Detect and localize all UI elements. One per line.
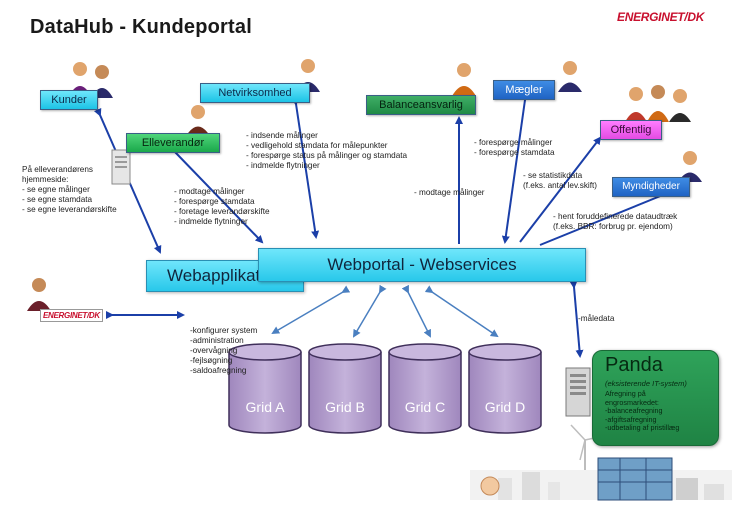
note-panda-link: -måledata: [578, 314, 615, 323]
panda-box: Panda (eksisterende IT-system) Afregning…: [592, 350, 719, 446]
grid-b-cylinder: Grid B: [308, 343, 382, 434]
grid-c-label: Grid C: [405, 399, 445, 415]
note-myndigheder: - hent foruddefinerede dataudtræk (f.eks…: [553, 212, 678, 231]
city-icon: [470, 457, 732, 501]
grid-d-label: Grid D: [485, 399, 525, 415]
arrow-grid-a: [271, 285, 351, 335]
arrow-maegler: [501, 93, 530, 244]
note-maegler: - forespørge målinger - forespørge stamd…: [474, 138, 555, 157]
energinet-logo: ENERGINET/DK: [617, 10, 705, 24]
page-title: DataHub - Kundeportal: [30, 16, 252, 38]
person-icon: [558, 61, 582, 92]
node-offentlig: Offentlig: [600, 120, 662, 140]
arrow-myndigheder: [539, 186, 682, 246]
node-elleverandor: Elleverandør: [126, 133, 220, 153]
panda-description: Afregning på engrosmarkedet: -balanceafr…: [605, 389, 680, 433]
grid-a-cylinder: Grid A: [228, 343, 302, 434]
grid-d-cylinder: Grid D: [468, 343, 542, 434]
grid-a-label: Grid A: [246, 399, 286, 415]
webportal-box: Webportal - Webservices: [258, 248, 586, 282]
note-energinet: -konfigurer system -administration -over…: [190, 326, 258, 375]
energinet-small-logo: ENERGINET/DK: [40, 309, 103, 322]
note-balanceansvarlig: - modtage målinger: [414, 188, 485, 197]
person-icon: [452, 63, 476, 96]
server-icon: [111, 149, 131, 185]
arrow-grid-b: [352, 284, 387, 338]
node-balanceansvarlig: Balanceansvarlig: [366, 95, 476, 115]
grid-c-cylinder: Grid C: [388, 343, 462, 434]
note-netvirksomhed: - indsende målinger - vedligehold stamda…: [246, 131, 408, 170]
note-kunder: På elleverandørens hjemmeside: - se egne…: [22, 165, 117, 214]
arrow-netvirksomhed: [291, 97, 320, 239]
node-myndigheder: Myndigheder: [612, 177, 690, 197]
arrow-grid-d: [424, 285, 499, 338]
panda-subtitle: (eksisterende IT-system): [605, 379, 687, 388]
note-elleverandor: - modtage målinger - forespørge stamdata…: [174, 187, 270, 226]
arrow-elleverandor: [167, 144, 264, 244]
server-icon: [565, 367, 591, 417]
arrow-offentlig: [519, 136, 602, 243]
note-offentlig: - se statistikdata (f.eks. antal lev.ski…: [523, 171, 598, 190]
arrow-grid-c: [401, 284, 431, 338]
arrow-panda: [569, 280, 584, 358]
panda-title: Panda: [605, 354, 663, 376]
grid-b-label: Grid B: [325, 399, 365, 415]
node-maegler: Mægler: [493, 80, 555, 100]
person-icon: [27, 278, 51, 311]
person-icon: [625, 85, 691, 122]
node-kunder: Kunder: [40, 90, 98, 110]
person-icon: [186, 105, 210, 136]
node-netvirksomhed: Netvirksomhed: [200, 83, 310, 103]
